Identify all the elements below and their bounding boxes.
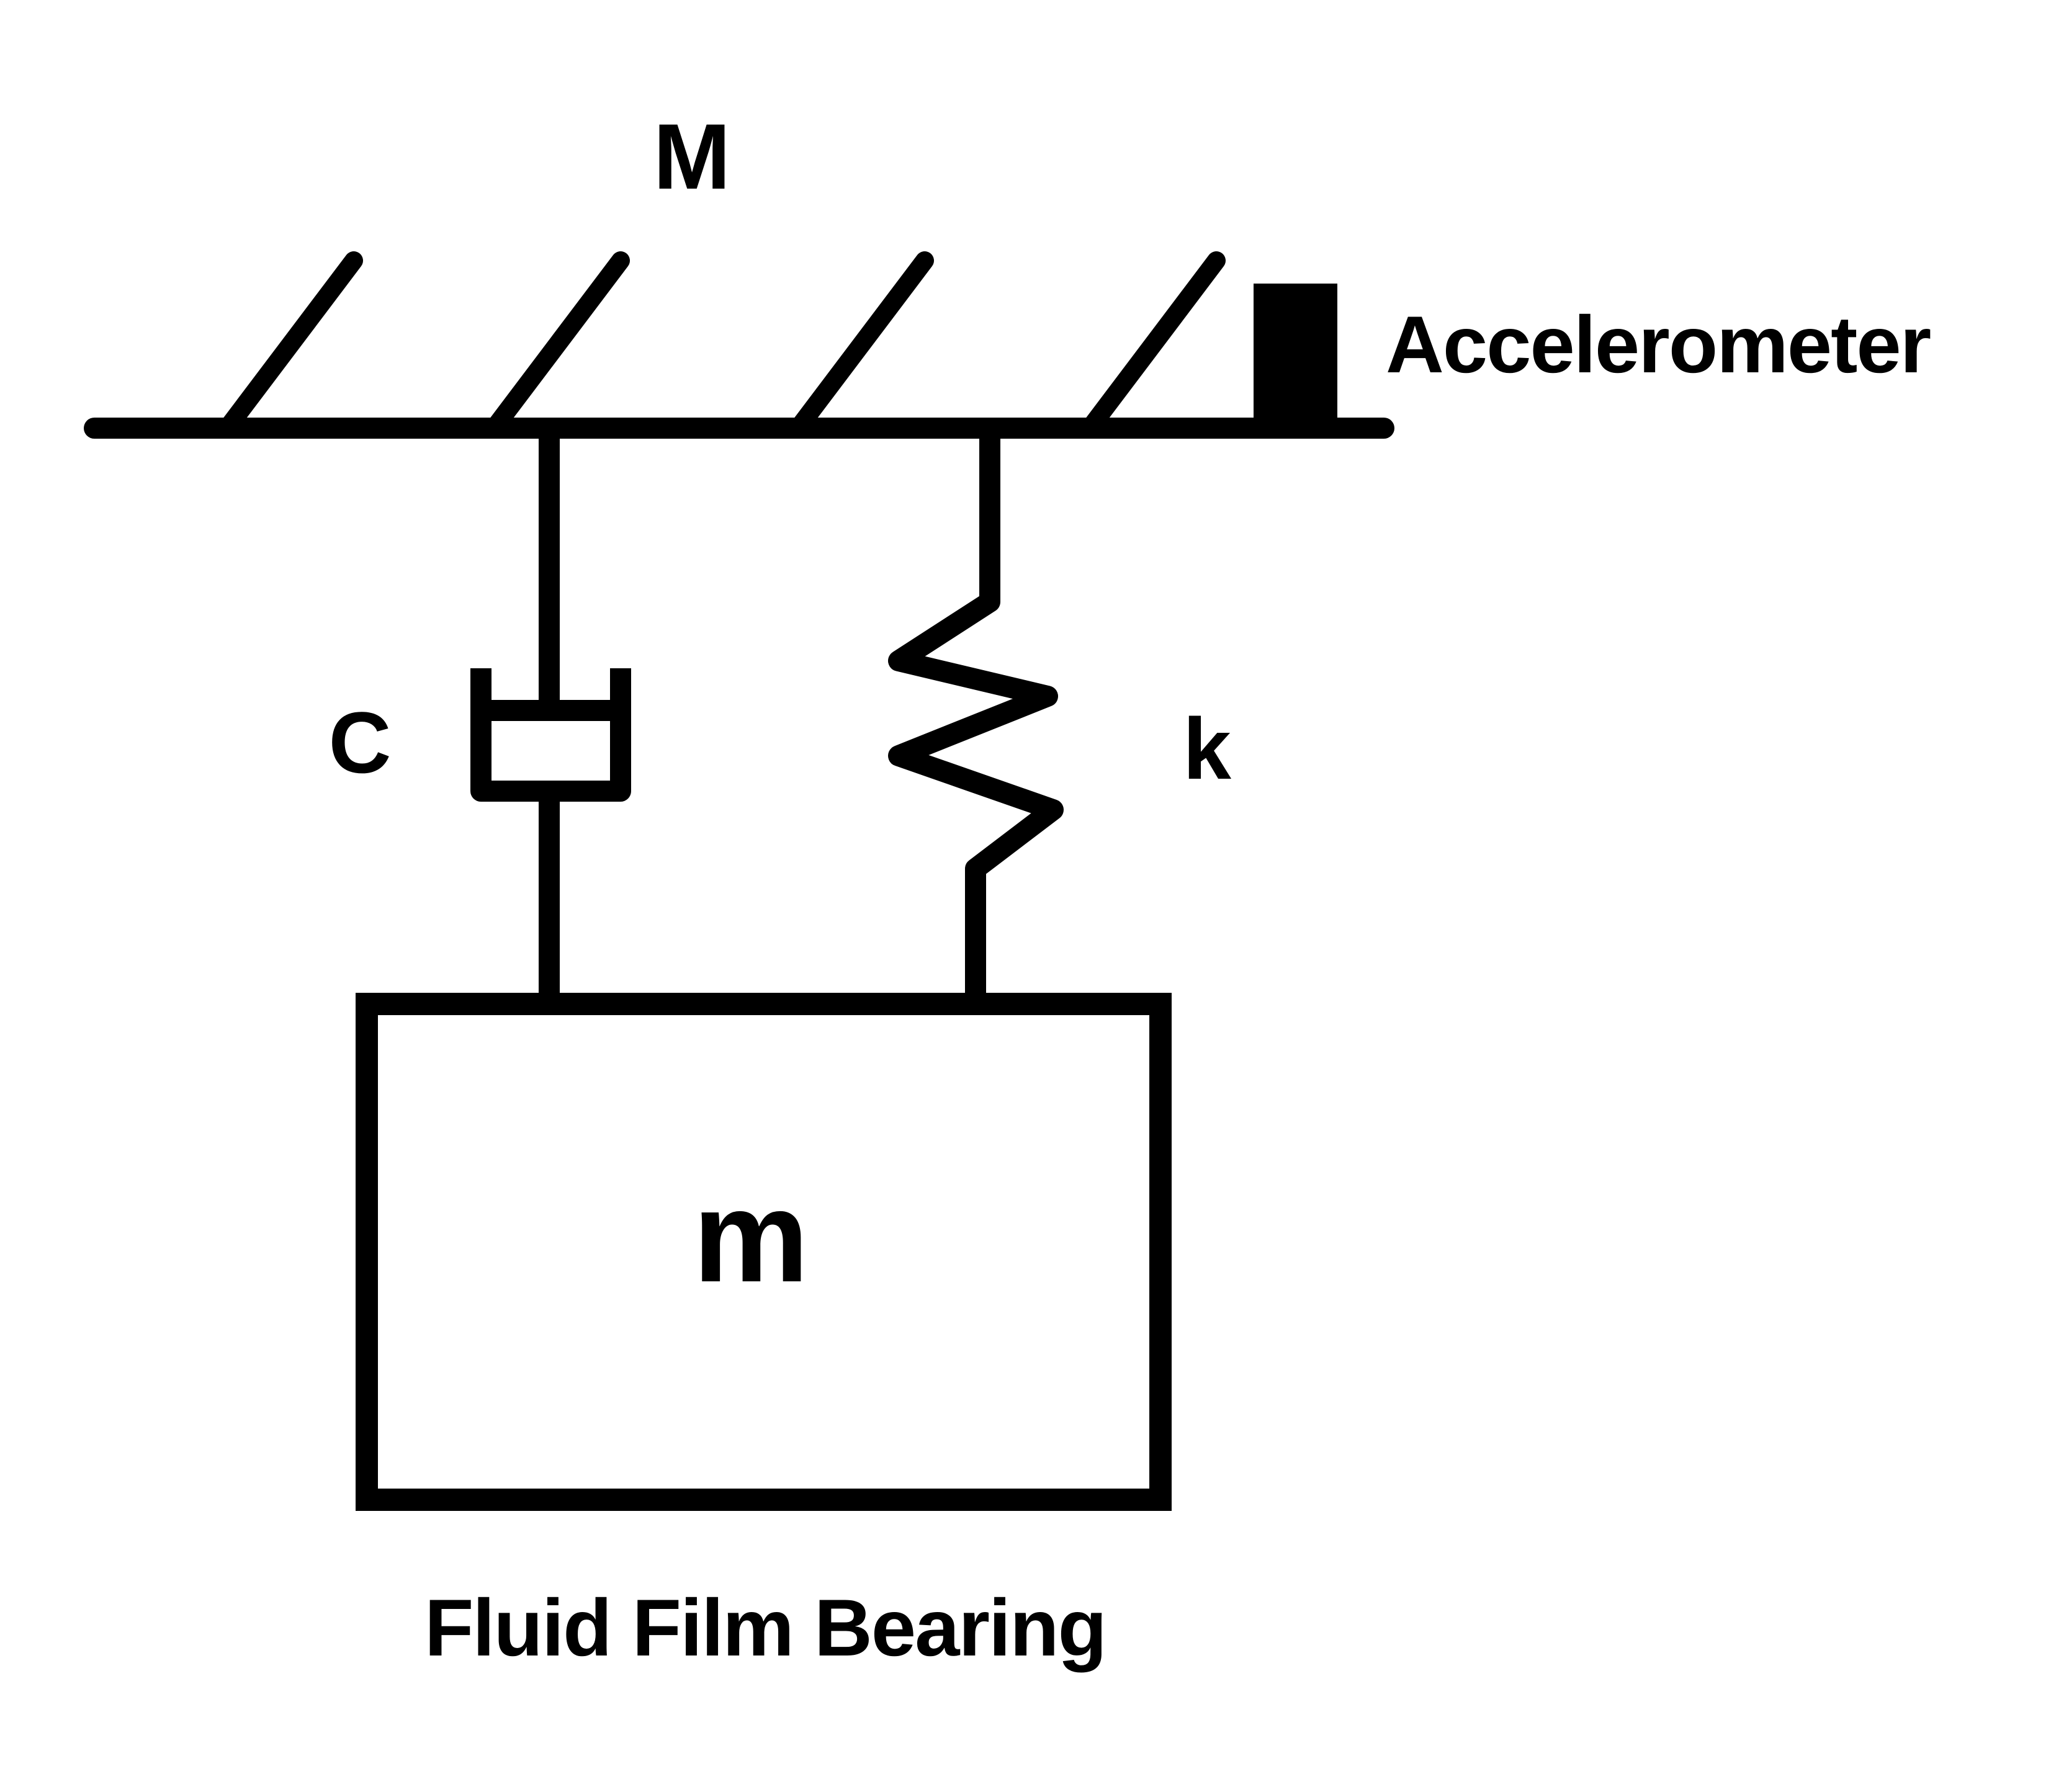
damper	[470, 428, 631, 996]
support-hatching	[220, 251, 1226, 434]
damper-cylinder-cup	[470, 668, 631, 802]
support-mass-label: M	[653, 104, 731, 208]
hatch-mark	[220, 251, 363, 434]
damper-coefficient-label: C	[328, 694, 391, 791]
accelerometer-block	[1254, 284, 1337, 419]
mass-block	[356, 993, 1172, 1511]
hatch-mark	[487, 251, 630, 434]
hatch-mark	[791, 251, 934, 434]
accelerometer-label: Accelerometer	[1386, 299, 1931, 390]
spring-stiffness-label: k	[1183, 700, 1231, 797]
spring	[888, 428, 1064, 996]
caption-fluid-film-bearing: Fluid Film Bearing	[424, 1582, 1106, 1673]
mass-label: m	[693, 1163, 809, 1309]
hatch-mark	[1083, 251, 1226, 434]
